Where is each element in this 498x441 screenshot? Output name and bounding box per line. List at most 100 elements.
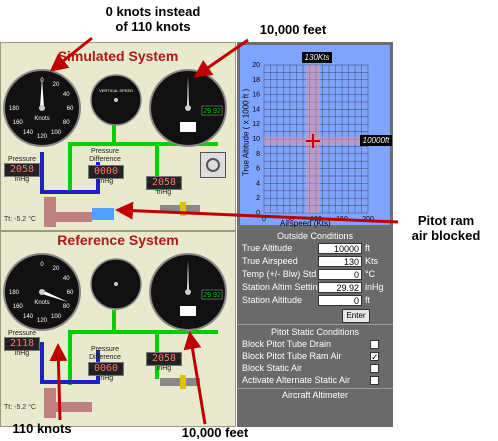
- true-airspeed-label: True Airspeed: [242, 256, 298, 266]
- airspeed-tick-label: 160: [13, 120, 24, 126]
- y-tick-label: 16: [252, 92, 260, 99]
- reference-diff-label: Pressure Difference: [89, 346, 121, 361]
- simulated-vertical-speed-indicator: VERTICAL SPEED: [90, 74, 142, 126]
- outside-conditions-heading: Outside Conditions: [276, 231, 354, 241]
- annotation-bottom-right: 10,000 feet: [181, 425, 249, 440]
- reference-temperature: Tt: -5.2 °C: [4, 404, 36, 411]
- annotation-pitot: Pitot ram air blocked: [411, 213, 481, 243]
- temperature-input[interactable]: 0: [318, 269, 362, 280]
- altim-setting-input[interactable]: 29.92: [318, 282, 362, 293]
- reference-pressure-readout: 2118: [4, 337, 40, 351]
- speed-readout: 130Kts: [302, 52, 332, 63]
- y-tick-label: 12: [252, 121, 260, 128]
- enter-button[interactable]: Enter: [342, 309, 370, 323]
- reference-pipes: [40, 310, 218, 418]
- system-divider: [0, 230, 236, 232]
- airspeed-tick-label: 140: [23, 314, 34, 320]
- y-tick-label: 8: [256, 151, 260, 158]
- reference-pressure-right-readout: 2058: [146, 352, 182, 366]
- annotation-top-right: 10,000 feet: [259, 22, 327, 37]
- airspeed-tick-label: 20: [53, 82, 60, 88]
- svg-text:Knots: Knots: [34, 116, 49, 122]
- section-divider-2: [237, 388, 393, 389]
- section-divider: [237, 324, 393, 325]
- y-tick-label: 18: [252, 77, 260, 84]
- alternate-static-checkbox[interactable]: [370, 376, 379, 385]
- airspeed-tick-label: 40: [63, 276, 70, 282]
- svg-text:Knots: Knots: [34, 300, 49, 306]
- altitude-readout: 10000ft: [360, 135, 392, 146]
- temperature-label: Temp (+/- Blw) Std: [242, 269, 317, 279]
- simulated-diff-readout: 0000: [88, 165, 124, 179]
- airspeed-tick-label: 60: [67, 106, 74, 112]
- station-altitude-unit: ft: [365, 295, 371, 305]
- x-tick-label: 50: [286, 216, 294, 223]
- block-drain-checkbox[interactable]: [370, 340, 379, 349]
- airspeed-tick-label: 100: [51, 314, 62, 320]
- aircraft-altimeter-heading: Aircraft Altimeter: [281, 390, 348, 400]
- graph-x-label: Airspeed (Kts): [280, 219, 331, 228]
- airspeed-tick-label: 80: [63, 120, 70, 126]
- true-altitude-input[interactable]: 10000: [318, 243, 362, 254]
- simulated-diff-label: Pressure Difference: [89, 148, 121, 163]
- station-altitude-label: Station Altitude: [242, 295, 303, 305]
- airspeed-tick-label: 180: [9, 290, 20, 296]
- true-airspeed-input[interactable]: 130: [318, 256, 362, 267]
- reference-system-title: Reference System: [57, 232, 179, 248]
- reference-pressure-unit: inHg: [14, 350, 30, 357]
- simulated-pressure-right-readout: 2058: [146, 176, 182, 190]
- annotation-bottom-left: 110 knots: [12, 421, 72, 436]
- airspeed-tick-label: 0: [40, 78, 44, 84]
- conditions-panel: [237, 230, 393, 427]
- block-drain-label: Block Pitot Tube Drain: [242, 339, 332, 349]
- simulated-pressure-label: Pressure: [7, 156, 36, 163]
- block-static-air-checkbox[interactable]: [370, 364, 379, 373]
- annotation-top-left: 0 knots instead of 110 knots: [105, 4, 201, 34]
- altim-setting-label: Station Altim Setting: [242, 282, 323, 292]
- simulated-diff-unit: inHg: [98, 178, 114, 185]
- x-tick-label: 0: [262, 216, 266, 223]
- y-tick-label: 14: [252, 106, 260, 113]
- reference-diff-readout: 0060: [88, 362, 124, 376]
- station-altitude-input[interactable]: 0: [318, 295, 362, 306]
- airspeed-tick-label: 180: [9, 106, 20, 112]
- true-airspeed-unit: Kts: [365, 256, 379, 266]
- simulated-static-port: [200, 152, 226, 178]
- airspeed-tick-label: 20: [53, 266, 60, 272]
- y-tick-label: 4: [256, 180, 260, 187]
- simulated-system-title: Simulated System: [57, 48, 179, 64]
- simulated-pressure-readout: 2058: [4, 163, 40, 177]
- simulated-temperature: Tt: -5.2 °C: [4, 216, 36, 223]
- reference-diff-unit: inHg: [98, 375, 114, 382]
- block-static-air-label: Block Static Air: [242, 363, 303, 373]
- temperature-unit: °C: [365, 269, 376, 279]
- y-tick-label: 20: [252, 62, 260, 69]
- reference-pressure-right-unit: inHg: [156, 365, 172, 372]
- y-tick-label: 10: [252, 136, 260, 143]
- y-tick-label: 6: [256, 166, 260, 173]
- airspeed-tick-label: 140: [23, 130, 34, 136]
- airspeed-tick-label: 100: [51, 130, 62, 136]
- true-altitude-label: True Altitude: [242, 243, 293, 253]
- airspeed-tick-label: 40: [63, 92, 70, 98]
- block-ram-air-label: Block Pitot Tube Ram Air: [242, 351, 342, 361]
- reference-vertical-speed-indicator: [90, 258, 142, 310]
- alternate-static-label: Activate Alternate Static Air: [242, 375, 351, 385]
- y-tick-label: 2: [256, 195, 260, 202]
- simulated-pressure-right-unit: inHg: [156, 189, 172, 196]
- airspeed-tick-label: 120: [37, 318, 48, 324]
- svg-text:VERTICAL SPEED: VERTICAL SPEED: [99, 88, 133, 93]
- airspeed-tick-label: 0: [40, 262, 44, 268]
- airspeed-tick-label: 120: [37, 134, 48, 140]
- simulated-altimeter: 29.92: [149, 69, 227, 147]
- svg-text:29.92: 29.92: [203, 108, 221, 115]
- pitot-static-heading: Pitot Static Conditions: [270, 327, 360, 337]
- block-ram-air-checkbox[interactable]: ✓: [370, 352, 379, 362]
- reference-altimeter: 29.92: [149, 253, 227, 331]
- svg-text:29.92: 29.92: [203, 292, 221, 299]
- simulated-pressure-unit: inHg: [14, 176, 30, 183]
- airspeed-tick-label: 80: [63, 304, 70, 310]
